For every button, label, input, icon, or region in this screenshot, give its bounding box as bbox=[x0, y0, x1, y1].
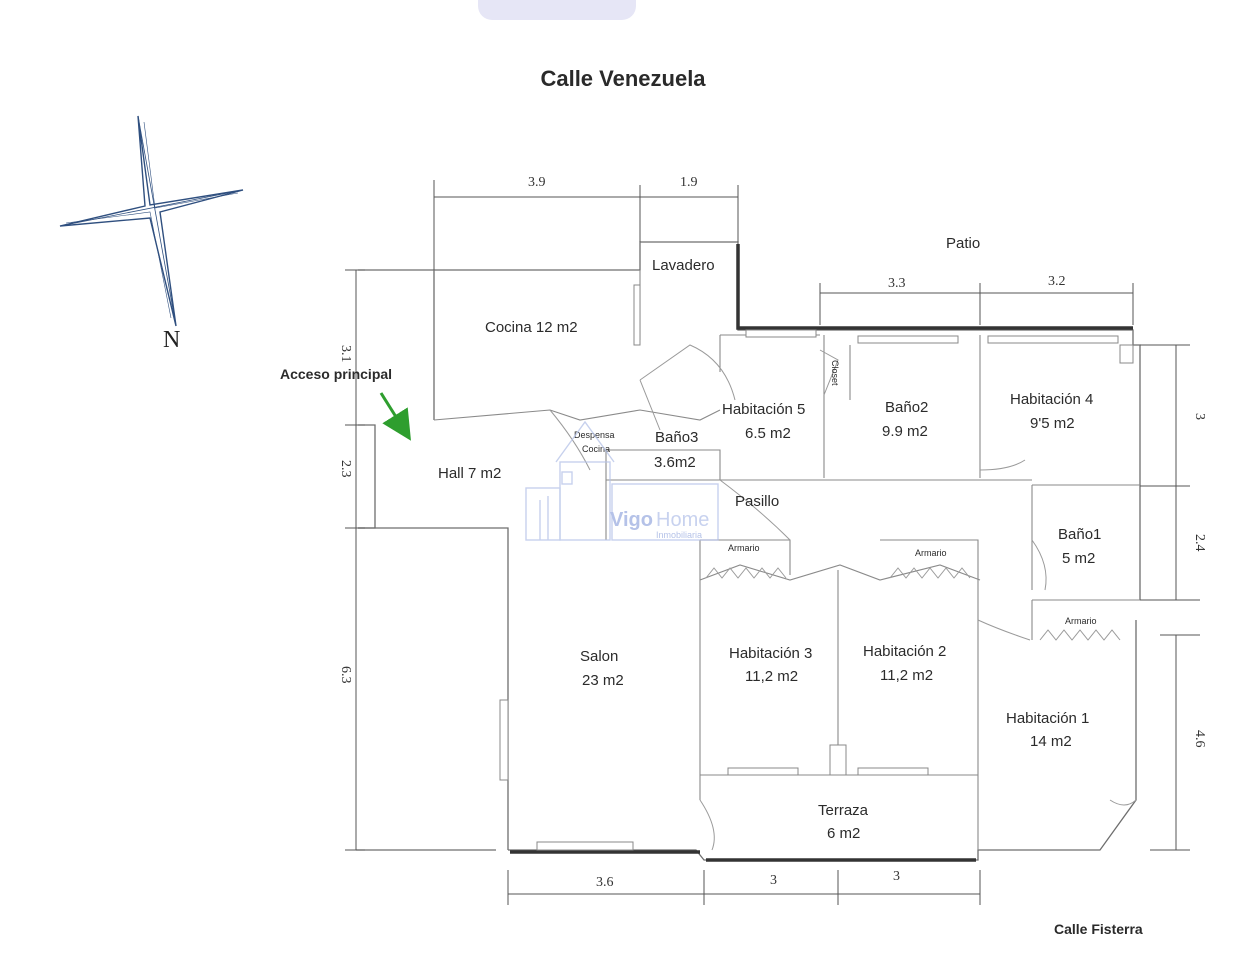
room-hall: Hall 7 m2 bbox=[438, 465, 501, 482]
dim-top-2: 1.9 bbox=[680, 175, 698, 190]
room-habitacion4-area: 9'5 m2 bbox=[1030, 415, 1075, 432]
compass-rose-icon bbox=[59, 115, 244, 327]
dim-patio-1: 3.3 bbox=[888, 276, 906, 291]
room-patio: Patio bbox=[946, 235, 980, 252]
room-habitacion5-area: 6.5 m2 bbox=[745, 425, 791, 442]
room-cocina: Cocina 12 m2 bbox=[485, 319, 578, 336]
room-terraza: Terraza bbox=[818, 802, 869, 819]
dim-patio-2: 3.2 bbox=[1048, 274, 1066, 289]
room-bano3: Baño3 bbox=[655, 429, 698, 446]
room-habitacion5: Habitación 5 bbox=[722, 401, 805, 418]
closet-label-3: Armario bbox=[1065, 616, 1097, 626]
compass-north-label: N bbox=[163, 327, 180, 353]
watermark-brand-b: Home bbox=[656, 509, 709, 531]
dim-right-1: 3 bbox=[1192, 413, 1207, 420]
room-habitacion4: Habitación 4 bbox=[1010, 391, 1093, 408]
room-salon: Salon bbox=[580, 648, 618, 665]
room-habitacion3-area: 11,2 m2 bbox=[745, 668, 798, 685]
room-habitacion3: Habitación 3 bbox=[729, 645, 812, 662]
street-name-top: Calle Venezuela bbox=[540, 66, 706, 91]
dim-right-2: 2.4 bbox=[1192, 534, 1207, 552]
dim-bottom-3: 3 bbox=[893, 869, 900, 884]
room-habitacion2-area: 11,2 m2 bbox=[880, 667, 933, 684]
dim-left-2: 2.3 bbox=[338, 460, 353, 478]
room-bano2: Baño2 bbox=[885, 399, 928, 416]
watermark-logo bbox=[525, 420, 719, 541]
room-bano2-area: 9.9 m2 bbox=[882, 423, 928, 440]
room-pasillo: Pasillo bbox=[735, 493, 779, 510]
entrance-arrow-icon bbox=[379, 392, 411, 441]
dimension-lines bbox=[345, 180, 1200, 905]
top-tab-shape bbox=[478, 0, 636, 20]
room-lavadero: Lavadero bbox=[652, 257, 715, 274]
room-bano3-area: 3.6m2 bbox=[654, 454, 696, 471]
small-label-cocina: Cocina bbox=[582, 444, 610, 454]
door-swings bbox=[549, 344, 1137, 851]
room-habitacion1: Habitación 1 bbox=[1006, 710, 1089, 727]
closet-label-1: Armario bbox=[728, 543, 760, 553]
closet-zigzags bbox=[705, 567, 1121, 641]
closet-label-2: Armario bbox=[915, 548, 947, 558]
dim-left-3: 6.3 bbox=[338, 666, 353, 684]
street-name-bottom: Calle Fisterra bbox=[1054, 921, 1143, 937]
watermark-subtitle: Inmobiliaria bbox=[656, 530, 702, 540]
watermark-brand-a: Vigo bbox=[610, 509, 653, 531]
room-habitacion1-area: 14 m2 bbox=[1030, 733, 1072, 750]
small-label-vertical: Closet bbox=[830, 360, 840, 386]
room-salon-area: 23 m2 bbox=[582, 672, 624, 689]
dim-bottom-2: 3 bbox=[770, 873, 777, 888]
room-habitacion2: Habitación 2 bbox=[863, 643, 946, 660]
dim-left-1: 3.1 bbox=[338, 345, 353, 363]
entrance-label: Acceso principal bbox=[280, 366, 392, 382]
windows bbox=[499, 284, 1134, 851]
room-bano1-area: 5 m2 bbox=[1062, 550, 1095, 567]
thick-walls bbox=[510, 244, 1133, 862]
interior-walls bbox=[433, 270, 1140, 850]
dim-right-3: 4.6 bbox=[1192, 730, 1207, 748]
room-bano1: Baño1 bbox=[1058, 526, 1101, 543]
dim-top-1: 3.9 bbox=[528, 175, 546, 190]
dim-bottom-1: 3.6 bbox=[596, 875, 614, 890]
room-terraza-area: 6 m2 bbox=[827, 825, 860, 842]
